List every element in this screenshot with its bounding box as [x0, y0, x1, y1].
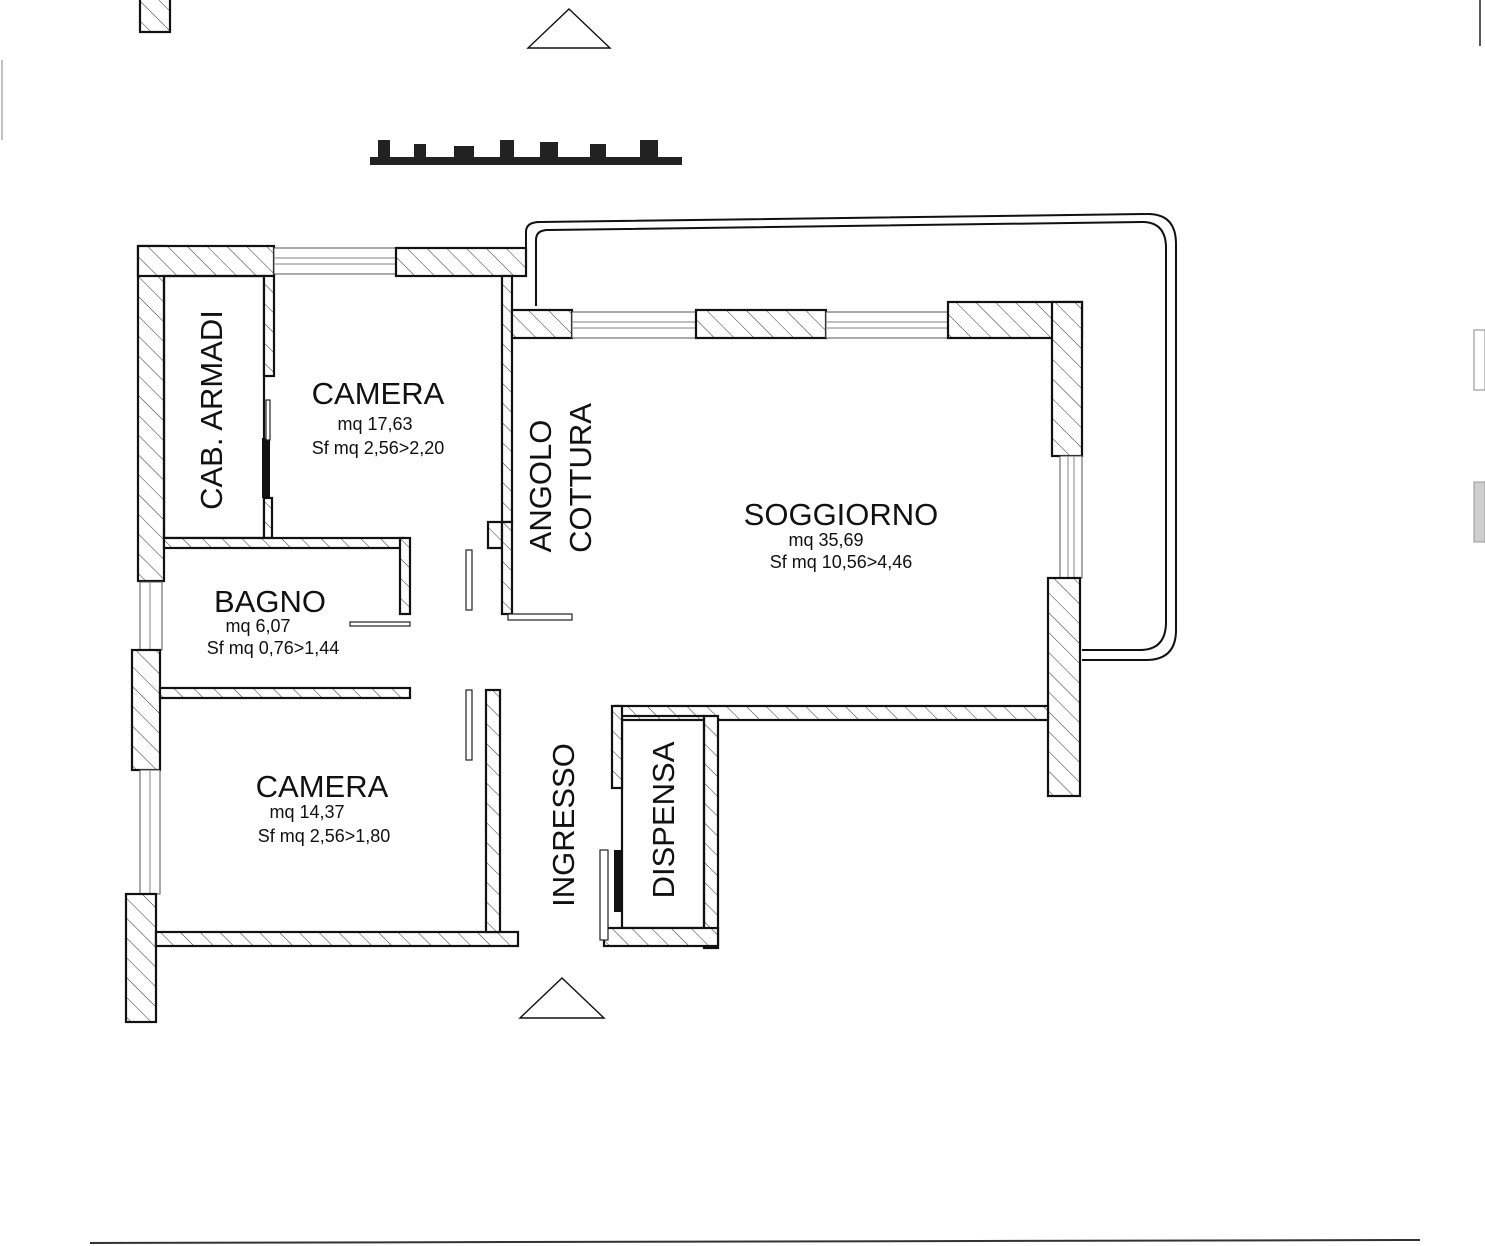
- window-soggiorno-1: [571, 311, 697, 339]
- wall-soggiorno-top-mid: [694, 308, 828, 340]
- wall-kitchen-top-left: [510, 308, 574, 340]
- camera-top-name: CAMERA: [312, 376, 445, 411]
- balcony-inner-edge: [535, 220, 1167, 651]
- soggiorno-sf: Sf mq 10,56>4,46: [770, 552, 913, 572]
- door-kitchen-bottom: [507, 613, 573, 621]
- wall-left-lower: [124, 892, 158, 1024]
- entrance-marker-bottom: [518, 977, 606, 1019]
- wall-cab-armadi-door: [262, 438, 270, 498]
- wall-cab-armadi-lower: [262, 496, 274, 540]
- door-camera-bottom: [465, 689, 473, 761]
- door-bagno: [349, 621, 411, 627]
- wall-left-upper: [136, 244, 166, 583]
- window-soggiorno-right: [1059, 455, 1083, 579]
- camera-top-sf: Sf mq 2,56>2,20: [312, 438, 445, 458]
- clipped-title-fragment: [370, 140, 682, 165]
- wall-kitchen-lower: [500, 520, 514, 616]
- door-kitchen-slide: [465, 549, 473, 611]
- wall-dispensa-bottom: [602, 926, 720, 948]
- bagno-area: mq 6,07: [225, 616, 290, 636]
- wall-dispensa-left: [610, 704, 624, 790]
- balcony-outer-edge: [525, 212, 1177, 661]
- wall-camera-bottom: [154, 930, 520, 948]
- window-camera-top: [273, 247, 397, 275]
- wall-left-middle: [130, 648, 162, 772]
- wall-kitchen-stub: [486, 520, 504, 550]
- wall-right-lower: [1046, 576, 1082, 798]
- cab-armadi-name: CAB. ARMADI: [194, 310, 229, 510]
- dispensa-name: DISPENSA: [646, 741, 681, 898]
- window-soggiorno-2: [825, 311, 949, 339]
- ingresso-name: INGRESSO: [546, 743, 581, 907]
- scan-mark-1: [1473, 329, 1485, 391]
- wall-top-left: [136, 244, 276, 278]
- wall-dispensa-right: [702, 714, 720, 950]
- soggiorno-name: SOGGIORNO: [744, 497, 939, 532]
- wall-bagno-right-upper: [398, 536, 412, 616]
- door-cab-armadi: [265, 399, 271, 441]
- camera-bottom-name: CAMERA: [256, 769, 389, 804]
- bagno-sf: Sf mq 0,76>1,44: [207, 638, 340, 658]
- entrance-marker-top: [526, 8, 612, 49]
- angolo-cottura-line1: ANGOLO: [523, 420, 558, 553]
- bagno-name: BAGNO: [214, 584, 326, 619]
- wall-cab-armadi-upper: [262, 274, 276, 378]
- camera-bottom-area: mq 14,37: [269, 802, 344, 822]
- camera-top-area: mq 17,63: [337, 414, 412, 434]
- bottom-edge-line: [89, 1239, 1421, 1244]
- door-dispensa: [599, 849, 609, 941]
- wall-top-right: [394, 246, 528, 278]
- wall-camera-kitchen: [500, 274, 514, 524]
- camera-bottom-sf: Sf mq 2,56>1,80: [258, 826, 391, 846]
- wall-soggiorno-bottom: [614, 704, 1050, 722]
- door-dispensa-leaf: [614, 850, 622, 912]
- top-edge-wall-fragment: [138, 0, 172, 34]
- wall-bagno-camera: [158, 686, 412, 700]
- angolo-cottura-line2: COTTURA: [563, 403, 598, 553]
- soggiorno-area: mq 35,69: [788, 530, 863, 550]
- wall-camera-ingresso: [484, 688, 502, 934]
- wall-right-upper: [1050, 300, 1084, 458]
- scan-mark-2: [1473, 481, 1485, 543]
- wall-camera-bagno: [162, 536, 406, 550]
- window-bagno: [139, 581, 163, 651]
